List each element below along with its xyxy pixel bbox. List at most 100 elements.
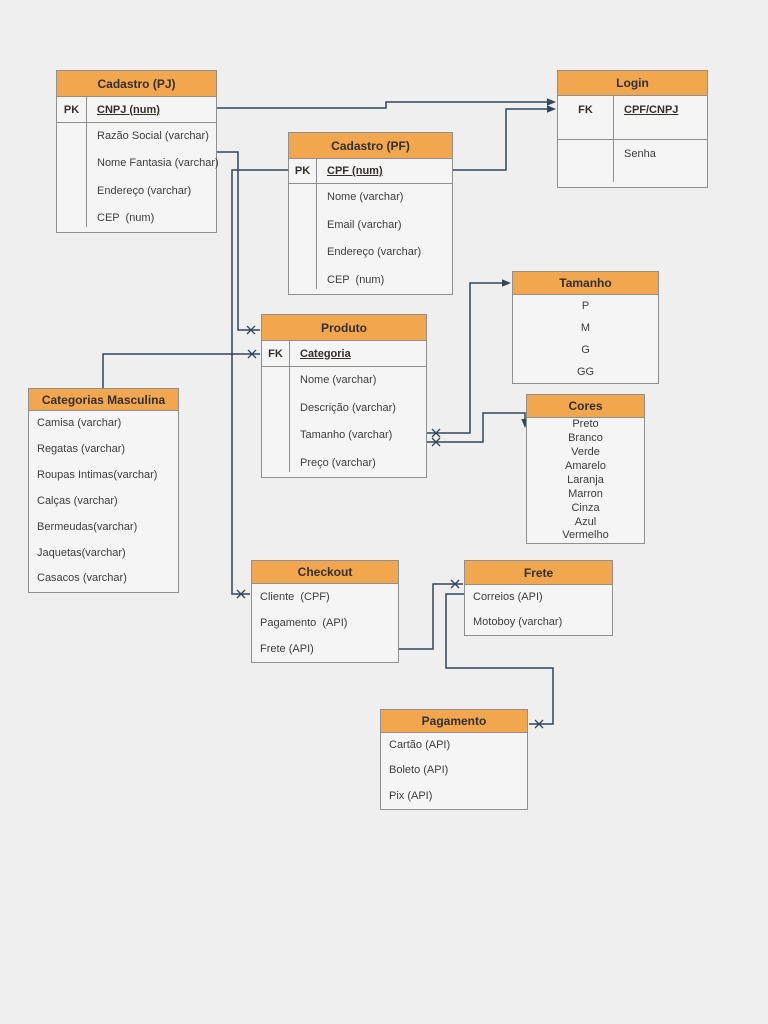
attribute-row: Marron (568, 487, 603, 500)
attribute-row: Casacos (varchar) (37, 572, 127, 585)
attribute-row: Nome (varchar) (327, 191, 404, 204)
connector-produto-cores[interactable] (427, 412, 529, 447)
attribute-row: Amarelo (565, 460, 606, 473)
entity-cadastro-pj[interactable]: Cadastro (PJ) PK CNPJ (num) Razão Social… (56, 70, 219, 233)
key-field: Categoria (300, 347, 351, 360)
crowfoot-x (236, 589, 246, 599)
arrowhead (502, 279, 511, 287)
entity-cadastro-pf[interactable]: Cadastro (PF) PK CPF (num) Nome (varchar… (288, 132, 453, 295)
attribute-row: Azul (574, 515, 597, 528)
key-row: PK CPF (num) (289, 159, 452, 184)
attribute-row: M (580, 321, 591, 334)
entity-title: Login (558, 71, 707, 96)
entity-pagamento[interactable]: Pagamento Cartão (API) Boleto (API) Pix (A… (380, 709, 528, 810)
crowfoot-x (431, 428, 441, 438)
attribute-row: Bermeudas(varchar) (37, 520, 138, 533)
attribute-row: CEP (num) (327, 273, 385, 286)
attribute-row: Boleto (API) (389, 764, 449, 777)
entity-categorias-masculina[interactable]: Categorias Masculina Camisa (varchar) Reg… (28, 388, 179, 593)
entity-title: Cores (527, 395, 644, 418)
attribute-row: Jaquetas(varchar) (37, 546, 126, 559)
pk-label: PK (294, 165, 311, 177)
entity-frete[interactable]: Frete Correios (API)Motoboy (varchar) (464, 560, 613, 636)
connector-categorias-produto[interactable] (102, 349, 260, 388)
entity-title: Produto (262, 315, 426, 341)
attribute-list: Razão Social (varchar) Nome Fantasia (var… (57, 123, 219, 232)
attribute-row: Frete (API) (260, 642, 314, 655)
arrowhead (547, 105, 556, 113)
connector-pf-login[interactable] (453, 105, 556, 171)
attribute-row: Regatas (varchar) (37, 443, 126, 456)
attribute-row: Calças (varchar) (37, 494, 118, 507)
attribute-row: Preto (572, 418, 599, 431)
entity-title: Frete (465, 561, 612, 585)
connector-pj-login[interactable] (217, 98, 556, 109)
attribute-row: P (581, 299, 590, 312)
column-divider (316, 159, 317, 289)
attribute-row: Correios (API) (473, 591, 543, 603)
attribute-row: Preço (varchar) (300, 456, 376, 469)
entity-login[interactable]: Login FK CPF/CNPJ Senha (557, 70, 708, 188)
key-field: CPF/CNPJ (624, 104, 679, 116)
entity-title: Cadastro (PF) (289, 133, 452, 159)
attribute-row: G (581, 343, 590, 356)
attribute-row: GG (576, 365, 595, 378)
column-divider (86, 97, 87, 227)
attribute-row: Pagamento (API) (260, 616, 348, 629)
fk-label: FK (268, 347, 283, 360)
attribute-list: Camisa (varchar) Regatas (varchar) Roupas … (29, 411, 178, 592)
attribute-row: Nome (varchar) (300, 374, 377, 387)
crowfoot-x (534, 719, 544, 729)
attribute-list: Nome (varchar) Descrição (varchar) Tamanho… (262, 367, 426, 477)
entity-title: Pagamento (381, 710, 527, 733)
key-field: CNPJ (num) (97, 103, 160, 116)
attribute-list: Cliente (CPF) Pagamento (API) Frete (API) (252, 584, 398, 662)
key-row: FK CPF/CNPJ (558, 96, 707, 140)
attribute-row: Camisa (varchar) (37, 417, 122, 430)
attribute-row: Roupas Intimas(varchar) (37, 469, 158, 482)
attribute-row: Email (varchar) (327, 218, 402, 231)
attribute-row: CEP (num) (97, 211, 155, 224)
attribute-row: Pix (API) (389, 789, 433, 802)
attribute-list: Correios (API)Motoboy (varchar) (465, 585, 612, 635)
key-row: PK CNPJ (num) (57, 97, 216, 123)
attribute-list: Senha (558, 140, 707, 187)
crowfoot-x (431, 437, 441, 447)
entity-produto[interactable]: Produto FK Categoria Nome (varchar) Descr… (261, 314, 427, 478)
attribute-row: Branco (568, 432, 603, 445)
attribute-row: Nome Fantasia (varchar) (97, 157, 219, 170)
attribute-row: Cliente (CPF) (260, 590, 330, 603)
crowfoot-x (450, 579, 460, 589)
connector-checkout-frete[interactable] (399, 579, 463, 650)
entity-title: Tamanho (513, 272, 658, 295)
attribute-row: Cartão (API) (389, 739, 451, 752)
entity-title: Checkout (252, 561, 398, 584)
attribute-row: Cinza (571, 501, 600, 514)
entity-checkout[interactable]: Checkout Cliente (CPF) Pagamento (API) Fre… (251, 560, 399, 663)
attribute-list: Nome (varchar) Email (varchar) Endereço (v… (289, 184, 452, 294)
key-row: FK Categoria (262, 341, 426, 367)
attribute-row: Tamanho (varchar) (300, 429, 393, 442)
fk-label: FK (578, 104, 593, 116)
attribute-row: Vermelho (562, 529, 609, 542)
connector-produto-tamanho[interactable] (427, 279, 511, 438)
attribute-row: Laranja (567, 473, 604, 486)
pk-label: PK (63, 103, 80, 116)
connector-pf-checkout[interactable] (231, 169, 288, 599)
crowfoot-x (247, 349, 257, 359)
attribute-row: Endereço (varchar) (327, 246, 422, 259)
attribute-row: Endereço (varchar) (97, 184, 192, 197)
connector-pj-produto[interactable] (217, 151, 260, 335)
attribute-row: Razão Social (varchar) (97, 130, 209, 143)
key-field: CPF (num) (327, 165, 383, 177)
attribute-row: Descrição (varchar) (300, 401, 396, 414)
connector-frete-pagamento[interactable] (445, 593, 554, 729)
attribute-list: Cartão (API) Boleto (API) Pix (API) (381, 733, 527, 809)
entity-title: Cadastro (PJ) (57, 71, 216, 97)
entity-title: Categorias Masculina (29, 389, 178, 411)
